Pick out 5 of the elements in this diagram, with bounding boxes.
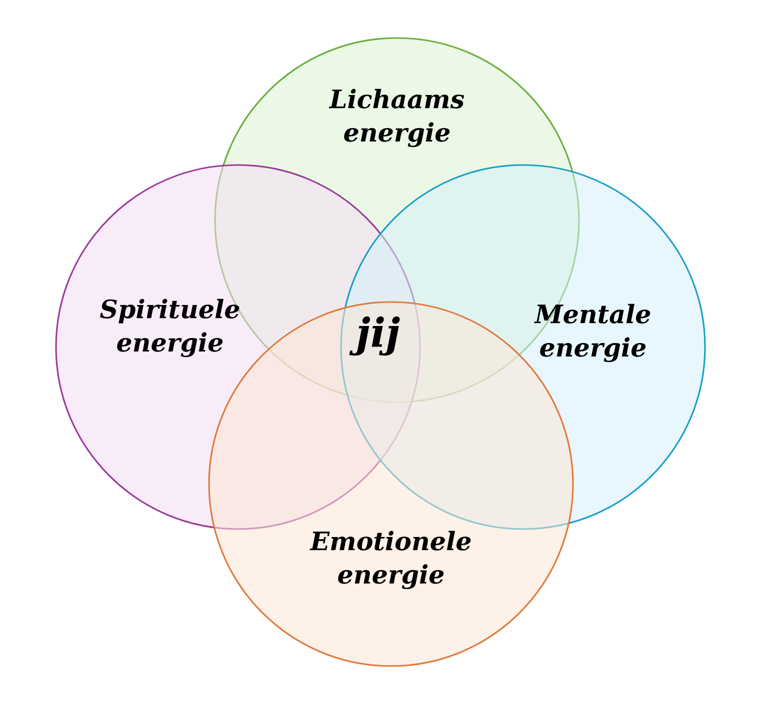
center-label: jij (349, 316, 400, 356)
circle-label: Emotionele energie (310, 530, 471, 590)
circle-label: Spirituele energie (100, 298, 240, 358)
circle-label: Mentale energie (534, 304, 650, 362)
circle-label: Lichaams energie (328, 88, 464, 148)
